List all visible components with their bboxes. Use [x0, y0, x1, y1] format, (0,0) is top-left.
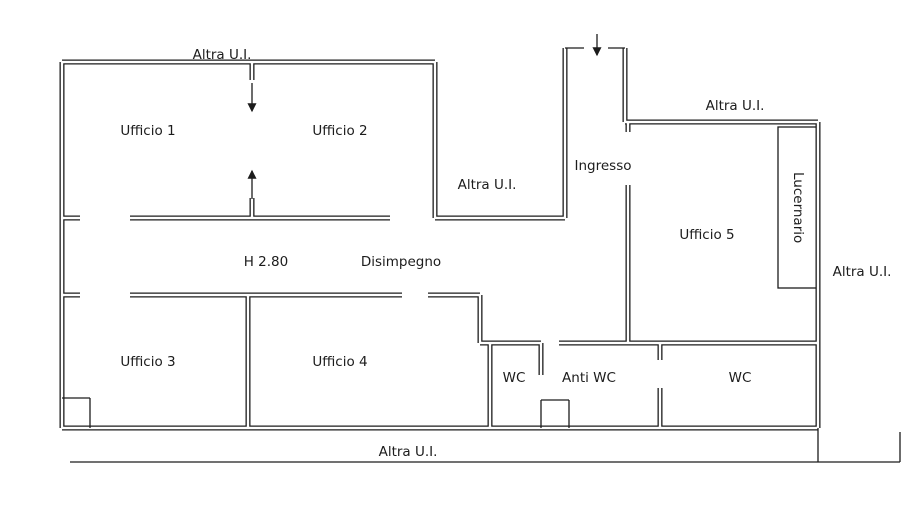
label-lucernario: Lucernario	[790, 172, 806, 243]
label-ufficio-1: Ufficio 1	[120, 123, 175, 139]
label-ingresso: Ingresso	[575, 158, 632, 174]
label-altra-ui-top: Altra U.I.	[193, 47, 252, 63]
label-wc-right: WC	[729, 370, 752, 386]
duct-shaft	[540, 399, 570, 428]
lucernario-shaft	[777, 126, 819, 289]
property-boundary-line	[70, 428, 901, 463]
label-ufficio-5: Ufficio 5	[679, 227, 734, 243]
label-altra-ui-upper-right: Altra U.I.	[706, 98, 765, 114]
label-altra-ui-bottom: Altra U.I.	[379, 444, 438, 460]
label-ufficio-2: Ufficio 2	[312, 123, 367, 139]
label-ceiling-height: H 2.80	[244, 254, 289, 270]
label-ufficio-4: Ufficio 4	[312, 354, 367, 370]
label-disimpegno: Disimpegno	[361, 254, 441, 270]
label-ufficio-3: Ufficio 3	[120, 354, 175, 370]
label-altra-ui-right: Altra U.I.	[833, 264, 892, 280]
label-wc-left: WC	[503, 370, 526, 386]
label-altra-ui-center: Altra U.I.	[458, 177, 517, 193]
label-anti-wc: Anti WC	[562, 370, 616, 386]
bottom-left-pillar	[62, 397, 91, 428]
